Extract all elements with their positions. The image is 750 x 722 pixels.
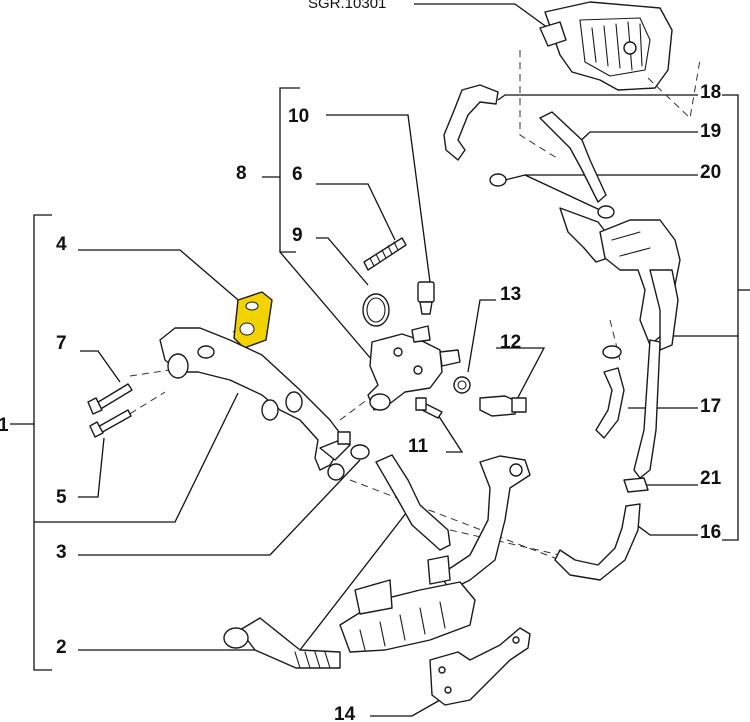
leader-3-tie <box>34 392 239 523</box>
right-clamp-dash <box>609 319 621 361</box>
leader-10 <box>326 114 431 283</box>
bracket-8 <box>279 87 300 253</box>
water-pump-assembly-part <box>559 207 681 351</box>
callout-14: 14 <box>334 704 356 722</box>
sensor-part-10 <box>417 281 435 315</box>
bolt-dash-lines <box>119 369 171 421</box>
bolt-part-11 <box>415 397 443 419</box>
callout-19: 19 <box>700 121 721 142</box>
leader-21 <box>639 484 698 487</box>
bracket-part-14 <box>429 627 531 706</box>
callout-1: 1 <box>0 415 9 436</box>
callout-5: 5 <box>56 487 67 508</box>
callout-6: 6 <box>292 164 303 185</box>
leader-4 <box>78 249 245 306</box>
callout-2: 2 <box>56 637 67 658</box>
callout-17: 17 <box>700 396 721 417</box>
callout-3: 3 <box>56 542 67 563</box>
leader-18 <box>497 94 698 101</box>
washer-part-13-inner <box>457 380 467 390</box>
reference-leader-line <box>414 3 549 29</box>
callout-7: 7 <box>56 333 67 354</box>
callout-18: 18 <box>700 82 721 103</box>
thermostat-housing-part <box>367 325 461 411</box>
callout-10: 10 <box>288 106 309 127</box>
bolt-part-7 <box>87 383 133 415</box>
leader-7 <box>80 350 121 383</box>
engine-block-part <box>539 1 673 91</box>
hose-part-19 <box>539 111 607 203</box>
gasket-4-hole-center <box>239 322 255 336</box>
gasket-4-hole-top <box>245 301 259 311</box>
hose-part-16 <box>554 503 641 581</box>
callout-16: 16 <box>700 522 721 543</box>
reference-label: SGR.10301 <box>308 0 386 12</box>
washer-part-13 <box>453 376 471 394</box>
leader-9 <box>316 237 369 286</box>
hose-part-2 <box>375 454 451 551</box>
callout-8: 8 <box>236 163 247 184</box>
stud-part-6 <box>363 237 407 271</box>
leader-3 <box>78 459 361 556</box>
bracket-right <box>722 94 739 541</box>
engine-dash-left <box>519 50 561 161</box>
bracket-14-hole-b <box>444 686 452 694</box>
leader-16 <box>629 519 698 536</box>
leader-8-thermostat <box>279 251 373 361</box>
leader-12 <box>496 347 546 406</box>
callout-4: 4 <box>56 234 67 255</box>
o-ring-part-9-inner <box>366 297 386 323</box>
bracket-14-hole-a <box>438 666 446 674</box>
callout-13: 13 <box>500 284 521 305</box>
leader-5 <box>78 437 105 498</box>
egr-cooler-part <box>223 455 531 669</box>
lower-dash-right <box>449 529 561 556</box>
fitting-part-12 <box>479 395 527 417</box>
leader-14 <box>370 699 441 717</box>
bolt-part-5 <box>89 409 132 438</box>
bracket-1 <box>33 214 52 671</box>
callout-12: 12 <box>500 332 521 353</box>
leader-19 <box>574 131 698 147</box>
sleeve-part-21 <box>623 477 649 493</box>
callout-21: 21 <box>700 468 722 489</box>
clamp-part-20 <box>489 173 615 219</box>
clamp-part-17-top <box>602 345 622 359</box>
hose-clamp-2 <box>350 444 370 460</box>
engine-dash-right <box>647 59 701 120</box>
hose-part-18 <box>443 84 499 161</box>
leader-13 <box>467 299 496 373</box>
leader-6 <box>316 183 396 241</box>
gasket-part-4 <box>233 291 273 349</box>
vertical-pipe-part <box>633 339 661 479</box>
callout-11: 11 <box>408 436 429 457</box>
gasket-4-shape <box>233 291 273 349</box>
bracket-14-hole-c <box>512 636 520 644</box>
leader-20 <box>504 174 698 211</box>
hose-part-17 <box>595 367 625 439</box>
lower-dash-long <box>349 479 561 561</box>
callout-20: 20 <box>700 162 721 183</box>
callout-9: 9 <box>292 225 303 246</box>
coolant-pipe-part-3 <box>159 327 351 481</box>
leader-11 <box>437 414 464 453</box>
